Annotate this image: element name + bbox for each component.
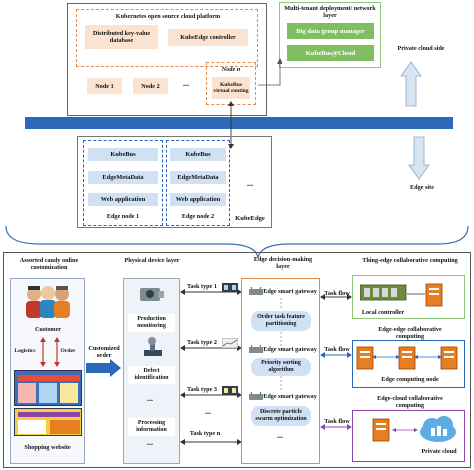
physical-layer-title: Physical device layer [124,257,180,264]
edge-node-1-label: Edge node 1 [106,213,140,220]
task-flow-label-2: Task flow [324,346,350,353]
gateway-icon-3 [249,392,263,400]
camera-device-icon [140,288,164,301]
customer-label: Customer [34,326,62,333]
multi-tenant-box [279,2,381,68]
edge-server-icon-2a [356,346,374,370]
cloud-platform-frame [67,3,267,116]
customized-order-arrow [86,359,121,377]
shopping-website-screenshot-lower [14,408,82,436]
candy-customization-title: Assorted candy online customization [19,257,79,271]
network-band [25,117,453,129]
film-strip-icon-3 [222,386,238,395]
kubernetes-platform-title: Kubernetes open source cloud platform [115,13,221,20]
logistics-order-arrows [40,337,60,367]
film-strip-icon-1 [222,283,238,292]
section-brace [5,225,469,259]
edge-server-icon-2b [398,346,416,370]
local-controller-label: Local controller [361,309,405,316]
production-monitoring-box: Production monitoring [128,314,175,332]
edge-node-2-edgemetadata: EdgeMetaData [170,171,226,184]
edge-edge-links [372,355,442,359]
edge-edge-title: Edge-edge collaborative computing [378,326,442,340]
edge-gateway-3-label: Edge smart gateway [263,393,317,400]
thing-edge-panel [352,275,465,319]
local-controller-icon [360,284,407,301]
cloud-link-arrow [258,58,282,86]
node-2-box: Node 2 [133,78,168,94]
edge-node-2 [166,140,230,226]
chart-thumbnail-icon [222,338,238,348]
physical-task-ellipsis: ... [205,407,211,416]
task-type-n-label: Task type n [189,430,221,437]
edge-computing-node-label: Edge computing node [381,376,439,383]
private-cloud-arrow-icon [400,61,422,107]
big-data-group-manager-box: Big data group manager [287,23,374,39]
task-type-arrows [180,289,242,445]
edge-gateway-2-label: Edge smart gateway [263,346,317,353]
customized-order-label: Customized order [88,345,120,359]
task-type-3-label: Task type 3 [186,386,218,393]
defect-identification-box: Defect identification [128,366,175,384]
edge-cloud-panel [352,410,465,462]
edge-server-icon-3a [372,418,390,442]
edge-cloud-title: Edge-cloud collaborative computing [377,395,443,409]
gateway-icon-1 [249,287,263,295]
edge-server-icon-2c [440,346,458,370]
kubernetes-platform-box [76,9,258,67]
edge-site-arrow-icon [408,136,430,180]
shopping-website-label: Shopping website [24,444,71,451]
edge-node-ellipsis: ... [247,179,253,188]
task-flow-arrows [320,294,352,430]
node-1-box: Node 1 [87,78,122,94]
edge-node-1-edgemetadata: EdgeMetaData [88,171,158,184]
task-flow-label-1: Task flow [324,290,350,297]
robot-arm-icon [144,337,162,356]
decision-ellipsis: ... [277,431,283,440]
edge-node-2-kubebus: KubeBus [170,148,226,161]
customer-people-icon [26,286,70,318]
edge-edge-panel [352,340,465,388]
edge-node-1-kubebus: KubeBus [88,148,158,161]
processing-information-box: Processing information [128,418,175,436]
edge-site-label: Edge site [410,184,434,191]
kubebus-cloud-box: KubeBus@Cloud [287,45,374,61]
kubeedge-frame [77,136,272,228]
edge-node-1 [83,140,163,226]
multi-tenant-title: Multi-tenant deployment/ network layer [284,5,376,19]
edge-node-2-label: Edge node 2 [181,213,215,220]
edge-node-1-webapp: Web application [88,193,158,206]
edge-cloud-link [392,428,418,432]
kubeedge-label: KubeEdge [235,215,265,222]
shopping-website-screenshot [14,370,82,406]
private-cloud-label: Private cloud [421,448,457,455]
decision-internal-links [280,298,282,392]
thing-edge-title: Thing-edge collaborative computing [362,257,458,264]
gateway-icon-2 [249,345,263,353]
private-cloud-side-label: Private cloud side [397,45,445,52]
order-task-partitioning-box: Order task feature partitioning [251,311,311,331]
kubeedge-controller-box: KubeEdge controller [168,29,248,46]
order-label: Order [60,348,76,354]
private-cloud-icon [420,416,456,442]
logistics-label: Logistics [14,348,36,354]
physical-ellipsis: ... [147,394,153,403]
edge-gateway-1-label: Edge smart gateway [263,288,317,295]
decision-layer-title: Edge decision-making layer [253,256,313,270]
edge-node-2-webapp: Web application [170,193,226,206]
distributed-db-box: Distributed key-value database [85,25,158,49]
bottom-frame [3,252,471,468]
task-type-1-label: Task type 1 [186,283,218,290]
task-type-2-label: Task type 2 [186,339,218,346]
node-ellipsis: ... [183,79,189,88]
node-n-label: Node n [221,66,241,73]
priority-sorting-box: Priority sorting algorithm [251,358,311,376]
task-flow-label-3: Task flow [324,418,350,425]
thing-edge-link [407,293,425,295]
discrete-pso-box: Discrete particle swarm optimization [251,406,311,426]
physical-bottom-ellipsis: ... [147,438,153,447]
kubebus-virtual-routing-box: KubeBus virtual routing [212,77,250,99]
edge-server-icon-1 [425,283,443,307]
